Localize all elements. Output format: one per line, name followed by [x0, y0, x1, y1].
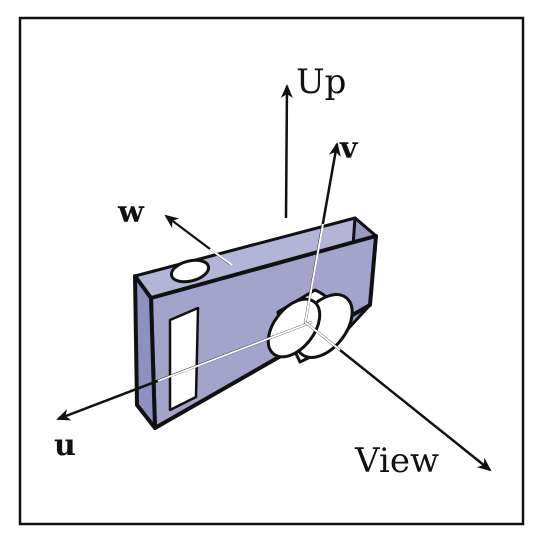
u-arrow-shaft-on-camera	[157, 321, 313, 382]
w-arrow-shaft-on-camera	[209, 248, 233, 266]
up-arrow	[280, 84, 293, 219]
w-label: w	[117, 195, 145, 230]
camera-icon	[133, 216, 378, 430]
view-label: View	[354, 441, 439, 481]
v-label: v	[339, 131, 359, 166]
view-arrow-shaft-on-camera	[304, 321, 341, 351]
shutter-button	[169, 258, 211, 284]
u-label: u	[54, 428, 76, 463]
camera-left-face	[133, 274, 157, 430]
v-arrow-shaft-on-camera	[304, 223, 324, 325]
viewfinder-window	[168, 306, 200, 412]
up-label: Up	[296, 62, 346, 102]
